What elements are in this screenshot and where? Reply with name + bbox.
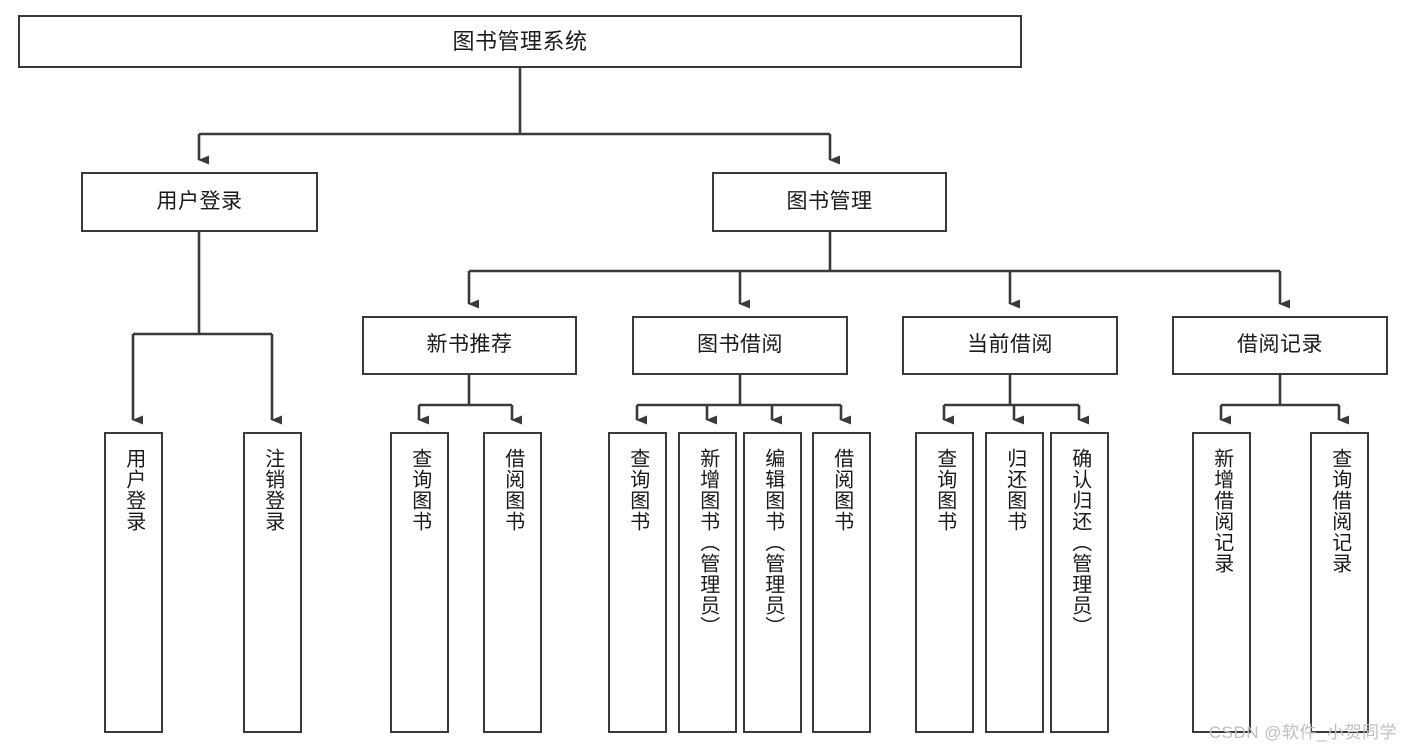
leaf-user-login[interactable]: 用户登录 (104, 432, 163, 733)
node-label: 查询图书 (933, 448, 956, 532)
node-current-borrow[interactable]: 当前借阅 (902, 316, 1118, 375)
node-borrow-record[interactable]: 借阅记录 (1172, 316, 1388, 375)
leaf-return-book[interactable]: 归还图书 (985, 432, 1044, 733)
leaf-logout[interactable]: 注销登录 (243, 432, 302, 733)
leaf-query-book-1[interactable]: 查询图书 (390, 432, 449, 733)
leaf-edit-book-admin[interactable]: 编辑图书（管理员） (743, 432, 802, 733)
node-label: 借阅图书 (830, 448, 853, 532)
node-label: 借阅图书 (501, 448, 524, 532)
node-book-borrow[interactable]: 图书借阅 (632, 316, 848, 375)
node-label: 注销登录 (261, 448, 284, 532)
node-label: 新增图书（管理员） (696, 448, 719, 637)
leaf-confirm-return-admin[interactable]: 确认归还（管理员） (1050, 432, 1109, 733)
node-label: 借阅记录 (1237, 333, 1323, 357)
node-user-login[interactable]: 用户登录 (81, 172, 318, 232)
node-label: 用户登录 (156, 189, 243, 213)
leaf-add-book-admin[interactable]: 新增图书（管理员） (678, 432, 737, 733)
leaf-query-book-3[interactable]: 查询图书 (915, 432, 974, 733)
node-label: 查询图书 (408, 448, 431, 532)
leaf-query-borrow-record[interactable]: 查询借阅记录 (1310, 432, 1369, 733)
node-label: 新书推荐 (426, 333, 513, 357)
node-label: 图书借阅 (697, 333, 783, 357)
node-label: 编辑图书（管理员） (761, 448, 784, 637)
leaf-borrow-book-1[interactable]: 借阅图书 (483, 432, 542, 733)
node-label: 用户登录 (122, 448, 145, 532)
node-book-manage[interactable]: 图书管理 (712, 172, 947, 232)
node-label: 查询借阅记录 (1328, 448, 1351, 574)
node-root-system[interactable]: 图书管理系统 (18, 15, 1022, 68)
leaf-add-borrow-record[interactable]: 新增借阅记录 (1192, 432, 1251, 733)
node-label: 确认归还（管理员） (1068, 448, 1091, 637)
node-label: 查询图书 (626, 448, 649, 532)
node-label: 归还图书 (1003, 448, 1026, 532)
node-label: 图书管理系统 (452, 28, 588, 54)
leaf-query-book-2[interactable]: 查询图书 (608, 432, 667, 733)
leaf-borrow-book-2[interactable]: 借阅图书 (812, 432, 871, 733)
node-label: 图书管理 (786, 189, 873, 213)
watermark-text: CSDN @软件_小贺同学 (1208, 723, 1397, 742)
node-new-book-recommend[interactable]: 新书推荐 (362, 316, 577, 375)
node-label: 当前借阅 (967, 333, 1053, 357)
node-label: 新增借阅记录 (1210, 448, 1233, 574)
